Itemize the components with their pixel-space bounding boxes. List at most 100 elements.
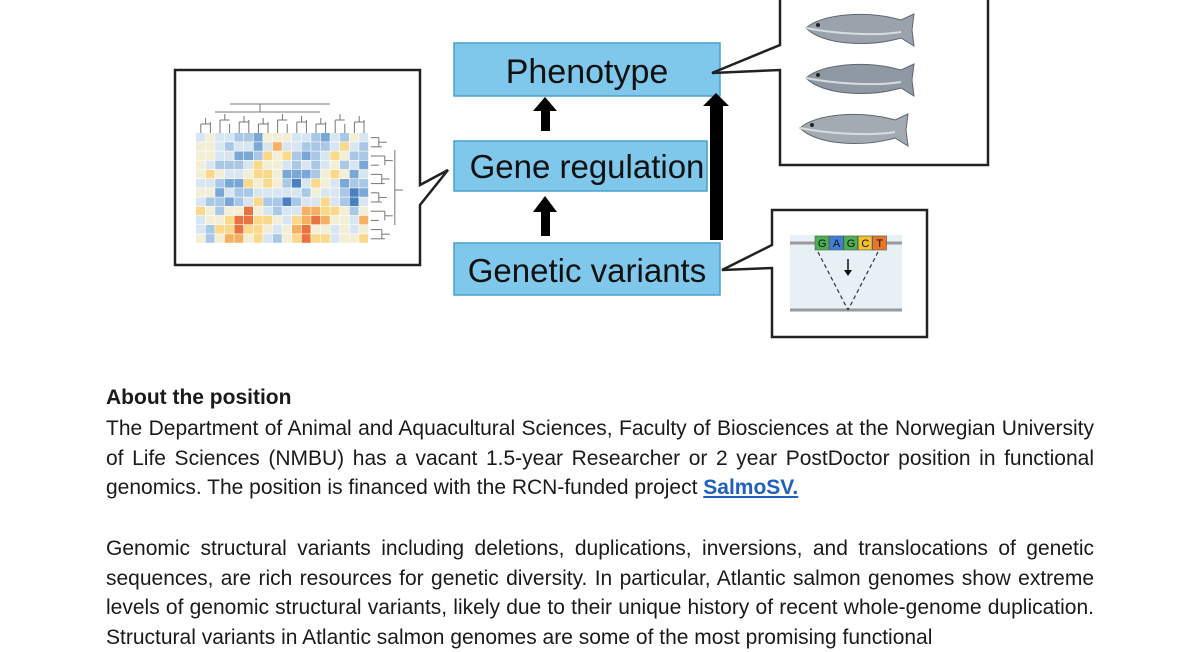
- heatmap-cell: [292, 133, 301, 142]
- heatmap-cell: [215, 215, 225, 225]
- heatmap-cell: [234, 225, 244, 234]
- heatmap-cell: [215, 133, 225, 142]
- heatmap-cell: [224, 179, 234, 188]
- heatmap-cell: [234, 206, 244, 216]
- heatmap-cell: [272, 160, 282, 170]
- heatmap-cell: [340, 206, 349, 216]
- heatmap-cell: [263, 179, 273, 188]
- salmosv-link[interactable]: SalmoSV.: [703, 476, 799, 499]
- heatmap-cell: [340, 234, 349, 243]
- heatmap-cell: [340, 197, 349, 206]
- heatmap-cell: [263, 215, 273, 225]
- heatmap-cell: [340, 151, 349, 160]
- heatmap-cell: [320, 169, 330, 179]
- heatmap-cell: [301, 142, 311, 151]
- heatmap-cell: [263, 160, 273, 170]
- heatmap-cell: [224, 234, 234, 243]
- heatmap-cell: [244, 160, 253, 170]
- heatmap-cell: [340, 133, 349, 142]
- heatmap-cell: [205, 225, 215, 234]
- heatmap-cell: [340, 225, 349, 234]
- heatmap-cell: [215, 151, 225, 160]
- heatmap-cell: [215, 206, 225, 216]
- heatmap-cell: [301, 160, 311, 170]
- heatmap-cell: [320, 197, 330, 206]
- heatmap-cell: [311, 169, 321, 179]
- heatmap-cell: [340, 169, 349, 179]
- heatmap-cell: [205, 188, 215, 197]
- heatmap-cell: [282, 215, 292, 225]
- heatmap-cell: [330, 179, 340, 188]
- heatmap-cell: [349, 169, 359, 179]
- heatmap-cell: [292, 179, 301, 188]
- heatmap-cell: [234, 188, 244, 197]
- heatmap-cell: [292, 197, 301, 206]
- heatmap-cell: [244, 197, 253, 206]
- heatmap-cell: [224, 142, 234, 151]
- genetic-variants-box: Genetic variants: [453, 242, 721, 296]
- heatmap-cell: [311, 133, 321, 142]
- heatmap-cell: [224, 133, 234, 142]
- arrow-variants-to-regulation: [533, 196, 557, 236]
- heatmap-cell: [215, 169, 225, 179]
- heatmap-cell: [359, 169, 369, 179]
- heatmap-cell: [253, 234, 263, 243]
- heatmap-cell: [292, 142, 301, 151]
- heatmap-cell: [244, 225, 253, 234]
- heatmap-cell: [253, 225, 263, 234]
- heatmap-cell: [205, 197, 215, 206]
- heatmap-cell: [196, 179, 205, 188]
- heatmap-cell: [330, 142, 340, 151]
- heatmap-cell: [196, 225, 205, 234]
- heatmap-cell: [330, 133, 340, 142]
- heatmap-cell: [272, 188, 282, 197]
- heatmap-cell: [196, 160, 205, 170]
- heatmap-cell: [215, 197, 225, 206]
- heatmap-cell: [320, 234, 330, 243]
- heatmap-cell: [292, 215, 301, 225]
- heatmap-cell: [349, 188, 359, 197]
- heatmap-cell: [311, 179, 321, 188]
- heatmap-cell: [320, 206, 330, 216]
- heatmap-cell: [196, 188, 205, 197]
- heatmap-cell: [263, 225, 273, 234]
- heatmap-cell: [330, 197, 340, 206]
- heatmap-cell: [272, 225, 282, 234]
- heatmap-cell: [253, 169, 263, 179]
- heatmap-cell: [349, 234, 359, 243]
- heatmap-cell: [340, 160, 349, 170]
- heatmap-cell: [205, 179, 215, 188]
- heatmap-cell: [320, 179, 330, 188]
- heatmap-cell: [292, 234, 301, 243]
- heatmap-cell: [244, 206, 253, 216]
- heatmap-cell: [301, 234, 311, 243]
- heatmap-callout: [173, 68, 449, 267]
- heatmap-cell: [349, 133, 359, 142]
- heatmap-cell: [224, 225, 234, 234]
- heatmap-cell: [234, 160, 244, 170]
- position-paragraph: The Department of Animal and Aquacultura…: [106, 414, 1094, 503]
- heatmap-cell: [359, 151, 369, 160]
- heatmap-cell: [196, 197, 205, 206]
- gene-regulation-label: Gene regulation: [470, 148, 705, 185]
- heatmap-cell: [359, 197, 369, 206]
- heatmap-cell: [205, 169, 215, 179]
- heatmap-cell: [349, 160, 359, 170]
- heatmap-cell: [301, 179, 311, 188]
- heatmap-cell: [311, 215, 321, 225]
- heatmap-cell: [292, 160, 301, 170]
- heatmap-cell: [234, 133, 244, 142]
- heatmap-cell: [320, 225, 330, 234]
- heatmap-cell: [359, 188, 369, 197]
- heatmap-cell: [224, 151, 234, 160]
- arrow-variants-to-phenotype: [703, 93, 729, 240]
- heatmap-cell: [234, 179, 244, 188]
- heatmap-cell: [272, 133, 282, 142]
- heatmap-cell: [320, 215, 330, 225]
- heatmap-cell: [311, 142, 321, 151]
- heatmap-cell: [282, 206, 292, 216]
- heatmap-cell: [320, 160, 330, 170]
- heatmap-cell: [282, 188, 292, 197]
